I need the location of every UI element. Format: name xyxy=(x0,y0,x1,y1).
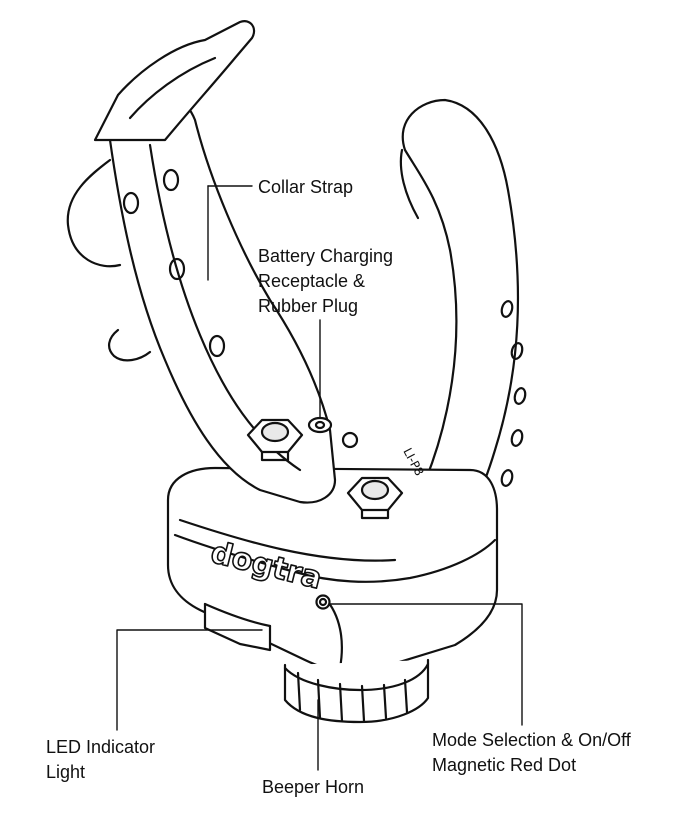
label-led-indicator: LED Indicator Light xyxy=(46,735,155,785)
bolt-left xyxy=(246,418,304,462)
right-strap xyxy=(393,98,520,562)
leader-mode xyxy=(329,603,523,726)
strap-hole xyxy=(500,300,514,318)
label-beeper-horn: Beeper Horn xyxy=(262,777,365,797)
strap-hole xyxy=(208,334,226,358)
strap-hole xyxy=(122,191,140,215)
strap-hole xyxy=(513,387,527,405)
label-battery-charging: Battery Charging Receptacle & Rubber Plu… xyxy=(258,244,393,319)
strap-hole xyxy=(500,469,514,487)
bolt-right xyxy=(346,476,404,520)
label-led-line-2: Light xyxy=(46,762,86,782)
label-battery-line-3: Rubber Plug xyxy=(258,296,359,316)
charging-receptacle xyxy=(307,416,359,449)
strap-hole xyxy=(168,257,186,281)
label-battery-line-2: Receptacle & xyxy=(258,271,366,291)
label-mode-line-1: Mode Selection & On/Off xyxy=(432,730,631,750)
label-collar-strap: Collar Strap xyxy=(258,177,354,197)
strap-hole xyxy=(162,168,180,192)
label-mode-selection: Mode Selection & On/Off Magnetic Red Dot xyxy=(432,728,631,778)
label-mode-line-2: Magnetic Red Dot xyxy=(432,755,577,775)
callout-lines xyxy=(116,185,523,771)
leader-led xyxy=(116,629,263,731)
label-led-line-1: LED Indicator xyxy=(46,737,156,757)
strap-hole xyxy=(510,342,524,360)
magnetic-red-dot xyxy=(315,594,331,610)
strap-hole xyxy=(510,429,524,447)
label-battery-line-1: Battery Charging xyxy=(258,246,394,266)
left-strap xyxy=(108,90,337,504)
